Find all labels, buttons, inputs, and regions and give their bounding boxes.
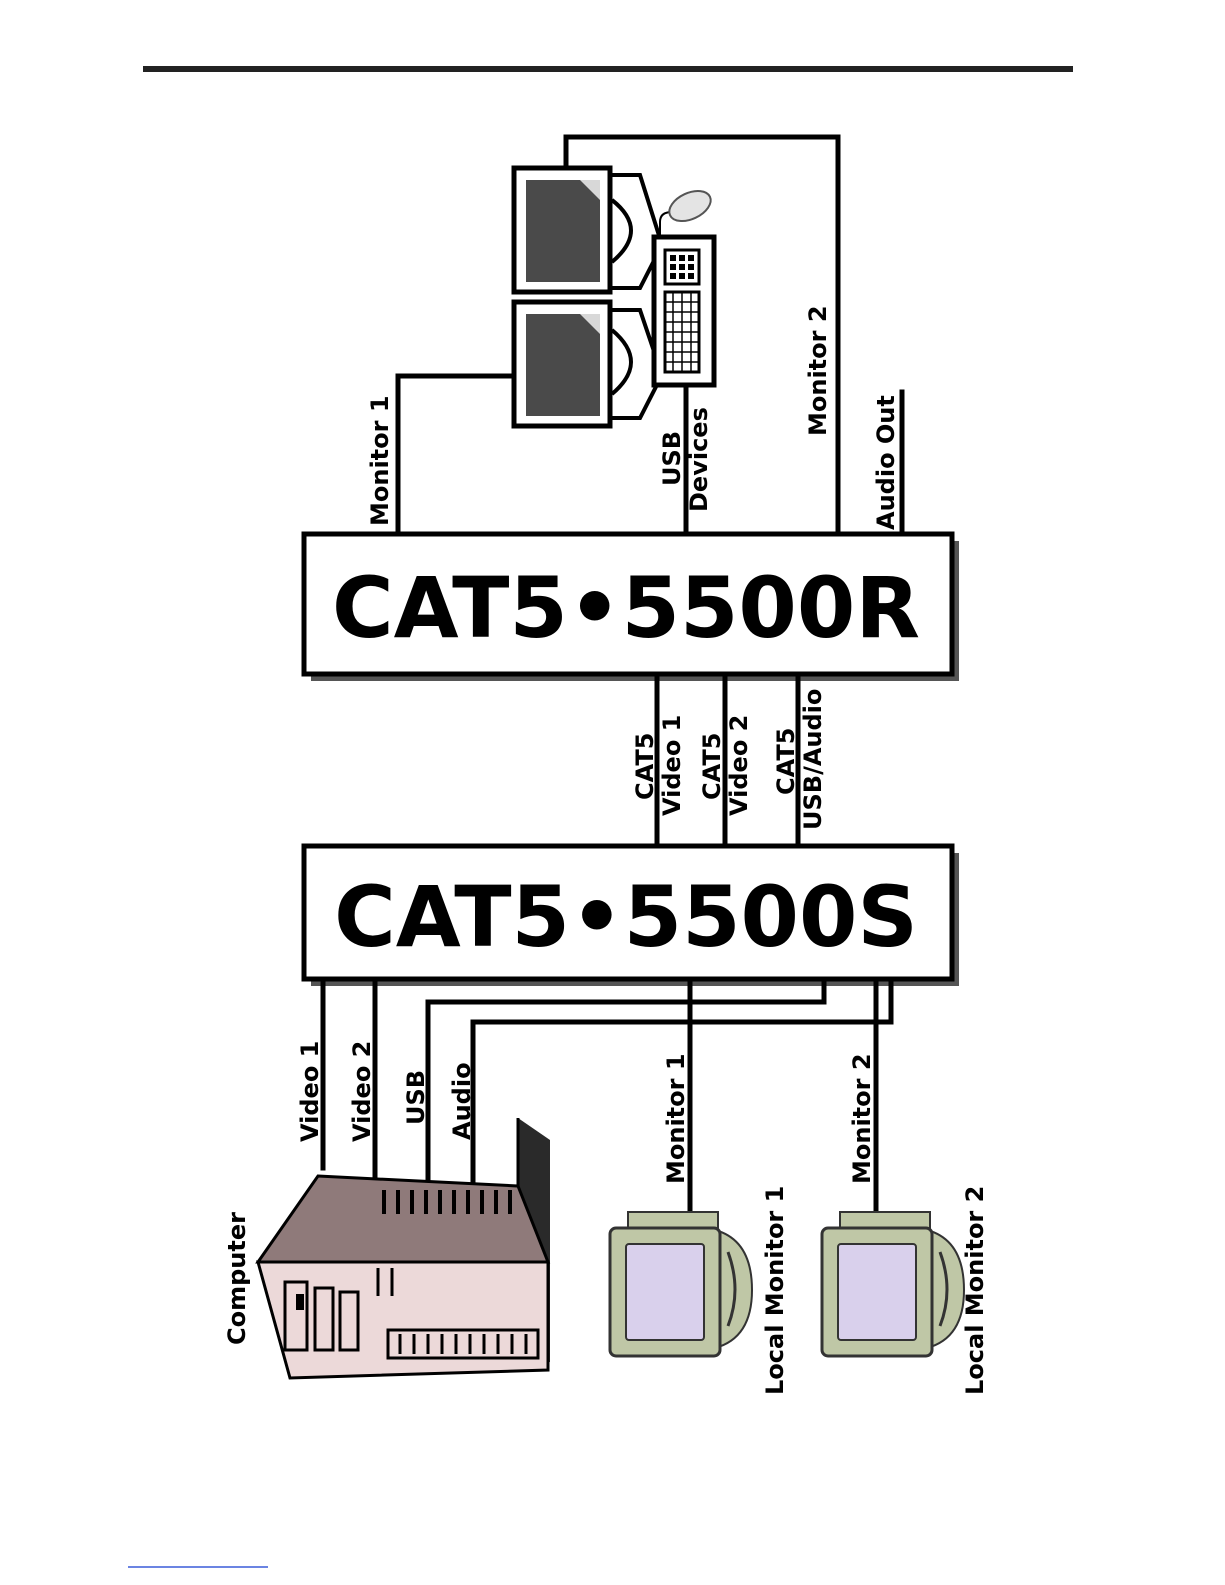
sender-video1-label: Video 1	[296, 1041, 324, 1142]
remote-monitor2-label: Monitor 2	[804, 305, 832, 436]
link2-video2-label: Video 2	[725, 715, 753, 816]
link3-cat5-label: CAT5	[772, 728, 800, 795]
mouse-icon	[660, 185, 715, 237]
sender-audio-label: Audio	[448, 1062, 476, 1140]
header-rule	[143, 66, 1073, 72]
remote-monitor-1-icon	[514, 302, 662, 426]
remote-devices-label: Devices	[685, 407, 713, 512]
sender-monitor1-label: Monitor 1	[662, 1053, 690, 1184]
local-monitor-1-icon	[610, 1212, 752, 1356]
link3-usbaudio-label: USB/Audio	[799, 689, 827, 830]
local-monitor1-label: Local Monitor 1	[761, 1186, 789, 1395]
sender-unit-label: CAT5•5500S	[334, 868, 918, 966]
sender-usb-label: USB	[402, 1070, 430, 1125]
computer-label: Computer	[223, 1212, 251, 1345]
link2-cat5-label: CAT5	[698, 733, 726, 800]
wire-sender-usb	[428, 982, 824, 1182]
remote-monitor-2-icon	[514, 168, 662, 292]
wire-remote-monitor1	[398, 376, 518, 537]
remote-unit-label: CAT5•5500R	[332, 559, 920, 657]
remote-audio-out-label: Audio Out	[872, 395, 900, 530]
remote-usb-label: USB	[658, 431, 686, 486]
computer-icon	[258, 1118, 550, 1378]
link1-video1-label: Video 1	[658, 715, 686, 816]
sender-unit-box: CAT5•5500S	[304, 846, 959, 986]
local-monitor-2-icon	[822, 1212, 964, 1356]
link1-cat5-label: CAT5	[631, 733, 659, 800]
keyboard-icon	[654, 237, 714, 385]
sender-video2-label: Video 2	[348, 1041, 376, 1142]
remote-unit-box: CAT5•5500R	[304, 534, 959, 681]
sender-monitor2-label: Monitor 2	[848, 1053, 876, 1184]
remote-monitor1-label: Monitor 1	[366, 395, 394, 526]
local-monitor2-label: Local Monitor 2	[961, 1186, 989, 1395]
